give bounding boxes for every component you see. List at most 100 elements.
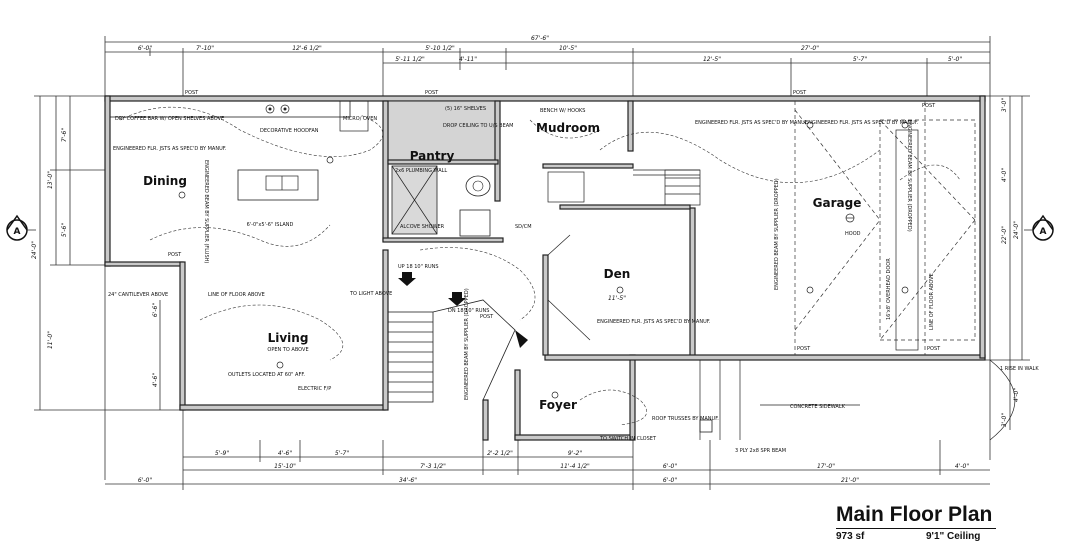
top-dim-5: 10'-5" (559, 45, 577, 52)
outlets-note: OUTLETS LOCATED AT 60" AFF. (228, 372, 305, 378)
room-garage: Garage (813, 196, 862, 210)
drop-ceiling-note: DROP CEILING TO U/S BEAM (443, 123, 513, 129)
post-note-8: POST (480, 314, 494, 320)
top-subdim-4: 5'-7" (853, 56, 867, 63)
bench-note: BENCH W/ HOOKS (540, 108, 585, 114)
stairs (387, 272, 528, 403)
bottom-total-4: 34'-6" (399, 477, 417, 484)
bottom-total-3: 9'-2" (568, 450, 582, 457)
room-dining: Dining (143, 174, 187, 188)
bottom-dim-1: 5'-9" (215, 450, 229, 457)
island-note: 6'-0"x5'-6" ISLAND (247, 222, 294, 228)
section-label-right: A (1040, 227, 1047, 237)
left-dim-6-6: 6'-6" (152, 303, 159, 317)
room-labels: Pantry Mudroom Dining Garage Den 11'-5" … (143, 121, 861, 412)
annotations: POST POST POST POST POST POST POST POST … (108, 90, 1039, 454)
electrical-wiring (119, 106, 961, 426)
living-note: OPEN TO ABOVE (267, 347, 308, 353)
micro-oven-note: MICRO/ OVEN (343, 116, 377, 122)
plan-area: 973 sf (836, 531, 865, 542)
rise-walk-note: 1 RISE IN WALK (1000, 366, 1039, 372)
garage-fixtures (794, 101, 976, 355)
right-dim-3b: 3'-0" (1001, 413, 1008, 427)
left-dim-13: 13'-0" (47, 171, 54, 189)
eng-beam-note-2: ENGINEERED BEAM BY SUPPLIER (DROPPED) (774, 178, 780, 290)
post-note-7: POST (927, 346, 941, 352)
bottom-dimension-lines: 5'-9" 4'-6" 5'-7" 7'-3 1/2" 2'-2 1/2" 11… (105, 410, 990, 490)
section-marker-left: A (6, 214, 36, 241)
left-dim-7-6: 7'-6" (61, 128, 68, 142)
hood-light-note: HOOD (845, 231, 861, 237)
post-note-6: POST (797, 346, 811, 352)
bottom-total-2: 15'-10" (274, 463, 296, 470)
right-dim-4b: 4'-0" (1013, 388, 1020, 402)
post-note-3: POST (793, 90, 807, 96)
top-subdim-2: 4'-11" (459, 56, 477, 63)
room-living: Living (268, 331, 309, 345)
eng-joists-note-4: ENGINEERED FLR. JSTS AS SPEC'D BY MANUF. (597, 319, 711, 325)
room-den: Den (604, 267, 631, 281)
up-risers-note: UP 18 10" RUNS (398, 264, 439, 270)
bottom-dim-3: 5'-7" (335, 450, 349, 457)
top-dimension-lines: 67'-6" 6'-0" 7'-10" 12'-6 1/2" 5'-10 1/2… (104, 35, 991, 480)
shelves-note: (5) 16" SHELVES (445, 106, 486, 112)
overhead-door-note: 16'x8' OVERHEAD DOOR (886, 258, 892, 320)
to-switch-note: TO SWITCH IN CLOSET (599, 436, 657, 442)
interior-walls (542, 100, 701, 341)
left-dim-11: 11'-0" (47, 331, 54, 349)
sd-cm-note: SD/CM (515, 224, 532, 230)
pantry-area (382, 100, 504, 243)
light-fixtures (178, 121, 909, 399)
line-floor-above-note: LINE OF FLOOR ABOVE (208, 292, 265, 298)
left-dim-24: 24'-0" (31, 241, 38, 259)
den-size: 11'-5" (608, 295, 626, 302)
eng-beam-note-3: ENGINEERED BEAM BY SUPPLIER (DROPPED) (906, 120, 912, 232)
alcove-shower-note: ALCOVE SHOWER (400, 224, 445, 230)
bottom-dim-5: 2'-2 1/2" (487, 450, 513, 457)
post-note-5: POST (168, 252, 182, 258)
top-dim-1: 6'-0" (138, 45, 152, 52)
eng-beam-note-4: ENGINEERED BEAM BY SUPPLIER (DROPPED) (464, 288, 470, 400)
bottom-total-1: 6'-0" (138, 477, 152, 484)
post-note-2: POST (425, 90, 439, 96)
section-marker-right: A (1024, 214, 1054, 241)
right-dim-22: 22'-0" (1001, 226, 1008, 244)
eng-beam-note-1: ENGINEERED BEAM BY SUPPLIER (FLUSH) (203, 160, 209, 263)
concrete-sidewalk-note: CONCRETE SIDEWALK (790, 404, 846, 410)
roof-trusses-note: ROOF TRUSSES BY MANUF. (652, 416, 719, 422)
bottom-total-6: 21'-0" (841, 477, 859, 484)
bottom-dim-2: 4'-6" (278, 450, 292, 457)
ply-beam-note: 3 PLY 2x8 SPR BEAM (735, 448, 786, 454)
plan-title: Main Floor Plan (836, 503, 993, 526)
room-mudroom: Mudroom (536, 121, 600, 135)
bottom-total-5: 6'-0" (663, 477, 677, 484)
exterior-walls (104, 95, 986, 441)
top-dim-6: 27'-0" (801, 45, 819, 52)
post-note-4: POST (922, 103, 936, 109)
sidewalk (699, 359, 1016, 441)
right-dimension-lines: 3'-0" 4'-0" 22'-0" 24'-0" 4'-0" 3'-0" (985, 95, 1030, 430)
top-subdim-1: 5'-11 1/2" (395, 56, 425, 63)
bottom-dim-6: 11'-4 1/2" (560, 463, 590, 470)
left-dim-4-6: 4'-6" (152, 373, 159, 387)
room-foyer: Foyer (539, 398, 577, 412)
cantilever-note: 24" CANTILEVER ABOVE (108, 292, 168, 298)
room-pantry: Pantry (410, 149, 455, 163)
kitchen-fixtures (109, 100, 369, 201)
plan-ceiling: 9'1" Ceiling (926, 531, 981, 542)
plumbing-wall-note: 2x6 PLUMBING WALL (395, 168, 447, 174)
dn-risers-note: DN 18 10" RUNS (448, 308, 489, 314)
left-dim-5-6: 5'-6" (61, 223, 68, 237)
bottom-dim-9: 4'-0" (955, 463, 969, 470)
top-dim-2: 7'-10" (196, 45, 214, 52)
top-subdim-5: 5'-0" (948, 56, 962, 63)
eng-joists-note-2: ENGINEERED FLR. JSTS AS SPEC'D BY MANUF. (805, 120, 919, 126)
electric-fp-note: ELECTRIC F/P (298, 386, 331, 392)
right-dim-24: 24'-0" (1013, 221, 1020, 239)
coffee-bar-note: DRY COFFEE BAR W/ OPEN SHELVES ABOVE (115, 116, 224, 122)
top-dim-4: 5'-10 1/2" (425, 45, 455, 52)
left-dimension-lines: 24'-0" 13'-0" 7'-6" 5'-6" 11'-0" 6'-6" 4… (31, 95, 180, 411)
bottom-dim-4: 7'-3 1/2" (420, 463, 446, 470)
eng-joists-note-1: ENGINEERED FLR. JSTS AS SPEC'D BY MANUF. (695, 120, 809, 126)
